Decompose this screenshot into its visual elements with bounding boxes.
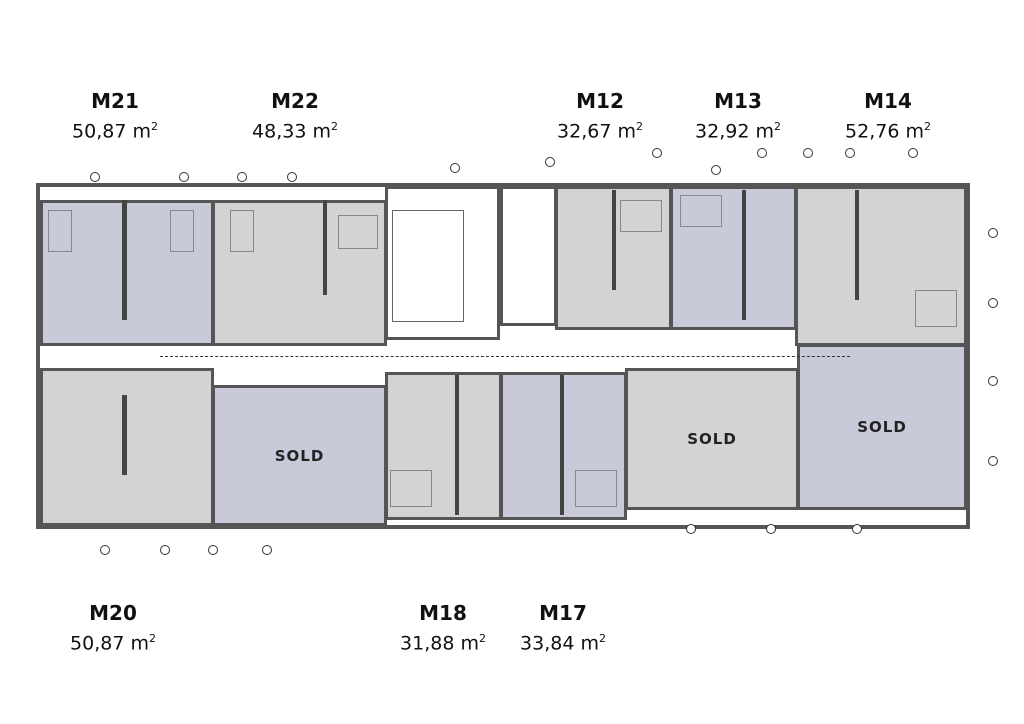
grid-marker-icon <box>287 172 297 182</box>
grid-marker-icon <box>908 148 918 158</box>
wall <box>323 200 327 295</box>
unit-m21[interactable] <box>40 200 214 346</box>
unit-m20[interactable] <box>40 368 214 526</box>
stair-core <box>385 186 500 340</box>
bed <box>680 195 722 227</box>
grid-marker-icon <box>100 545 110 555</box>
grid-marker-icon <box>852 524 862 534</box>
unit-m14[interactable] <box>795 186 967 346</box>
bed <box>620 200 662 232</box>
sofa <box>230 210 254 252</box>
unit-m22[interactable] <box>212 200 387 346</box>
wall <box>455 375 459 515</box>
wall <box>612 190 616 290</box>
grid-marker-icon <box>652 148 662 158</box>
bed <box>915 290 957 327</box>
grid-marker-icon <box>988 298 998 308</box>
grid-marker-icon <box>179 172 189 182</box>
grid-marker-icon <box>988 456 998 466</box>
grid-marker-icon <box>988 376 998 386</box>
unit-label-m17[interactable]: M17 33,84 m2 <box>520 601 606 655</box>
unit-label-m20[interactable]: M20 50,87 m2 <box>70 601 156 655</box>
unit-sold[interactable]: SOLD <box>212 385 387 526</box>
wall <box>122 395 127 475</box>
grid-marker-icon <box>90 172 100 182</box>
bed <box>338 215 378 249</box>
unit-label-m14[interactable]: M14 52,76 m2 <box>845 89 931 143</box>
grid-marker-icon <box>988 228 998 238</box>
technical-rooms <box>500 186 557 326</box>
grid-marker-icon <box>766 524 776 534</box>
unit-label-m22[interactable]: M22 48,33 m2 <box>252 89 338 143</box>
bed <box>390 470 432 507</box>
sofa <box>48 210 72 252</box>
grid-marker-icon <box>686 524 696 534</box>
grid-marker-icon <box>545 157 555 167</box>
unit-sold[interactable]: SOLD <box>797 344 967 510</box>
grid-marker-icon <box>208 545 218 555</box>
wall <box>122 200 127 320</box>
grid-marker-icon <box>803 148 813 158</box>
unit-m18[interactable] <box>385 372 502 520</box>
grid-marker-icon <box>845 148 855 158</box>
unit-label-m12[interactable]: M12 32,67 m2 <box>557 89 643 143</box>
unit-label-m13[interactable]: M13 32,92 m2 <box>695 89 781 143</box>
grid-marker-icon <box>711 165 721 175</box>
unit-sold[interactable]: SOLD <box>625 368 799 510</box>
corridor-line <box>160 356 850 357</box>
grid-marker-icon <box>262 545 272 555</box>
grid-marker-icon <box>237 172 247 182</box>
unit-label-m21[interactable]: M21 50,87 m2 <box>72 89 158 143</box>
wall <box>855 190 859 300</box>
unit-label-m18[interactable]: M18 31,88 m2 <box>400 601 486 655</box>
grid-marker-icon <box>757 148 767 158</box>
grid-marker-icon <box>160 545 170 555</box>
wall <box>742 190 746 320</box>
staircase <box>392 210 464 322</box>
bed <box>575 470 617 507</box>
wall <box>560 375 564 515</box>
sofa <box>170 210 194 252</box>
grid-marker-icon <box>450 163 460 173</box>
